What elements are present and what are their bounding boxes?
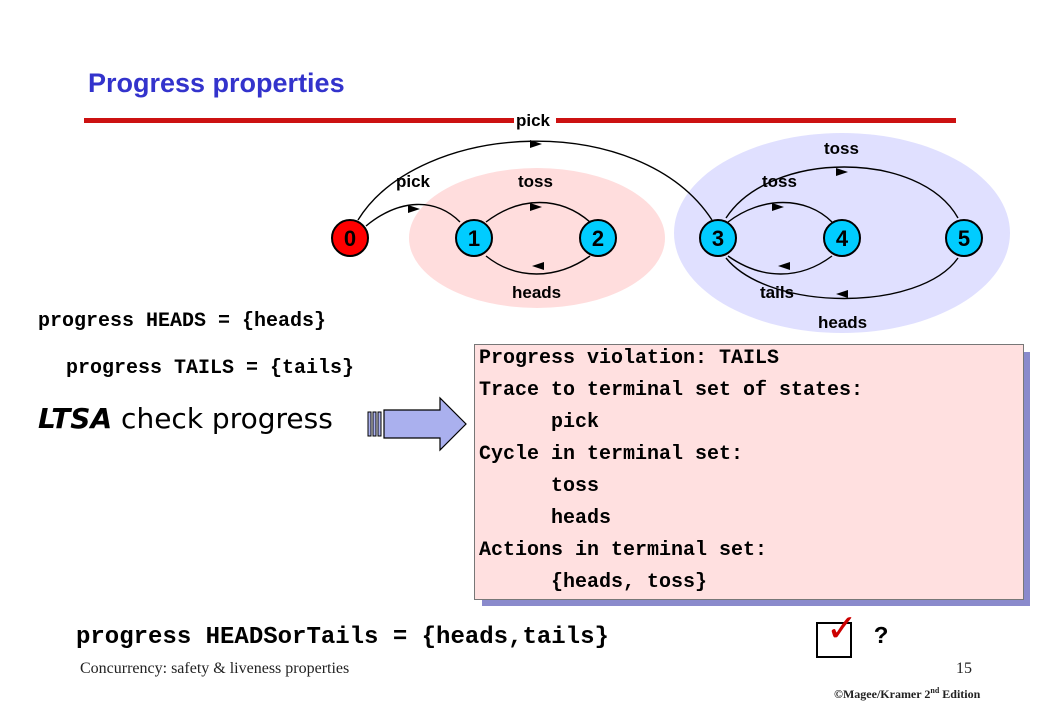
state-4-label: 4 bbox=[836, 226, 849, 251]
checkmark-icon: ✓ bbox=[826, 606, 858, 650]
state-5 bbox=[945, 219, 983, 257]
label-pick-top: pick bbox=[516, 111, 551, 130]
copyright-sup: nd bbox=[930, 686, 940, 695]
progress-heads-code: progress HEADS = {heads} bbox=[38, 310, 327, 333]
check-progress-label: check progress bbox=[112, 402, 333, 435]
heads-region bbox=[409, 168, 665, 308]
page-number: 15 bbox=[956, 660, 972, 677]
output-box: Progress violation: TAILS Trace to termi… bbox=[474, 344, 1024, 600]
edge-toss-3-5 bbox=[725, 166, 959, 219]
arrow-pick-left bbox=[408, 205, 420, 213]
edge-toss-1-2 bbox=[485, 201, 591, 223]
arrow-pick-top bbox=[530, 140, 542, 148]
output-line: Cycle in terminal set: bbox=[479, 443, 744, 466]
ltsa-label: LTSA bbox=[38, 402, 113, 435]
output-line: heads bbox=[479, 507, 612, 530]
copyright-prefix: ©Magee/Kramer 2 bbox=[834, 687, 931, 701]
progress-headsortails-code: progress HEADSorTails = {heads,tails} bbox=[76, 624, 609, 651]
arrow-toss-12 bbox=[530, 203, 542, 211]
state-0 bbox=[331, 219, 369, 257]
label-pick-left: pick bbox=[396, 172, 431, 191]
question-mark: ? bbox=[874, 624, 889, 651]
state-2 bbox=[579, 219, 617, 257]
output-line: Progress violation: TAILS bbox=[479, 347, 780, 370]
copyright: ©Magee/Kramer 2nd Edition bbox=[834, 686, 980, 702]
copyright-suffix: Edition bbox=[939, 687, 981, 701]
edge-heads-2-1 bbox=[485, 255, 591, 275]
state-1-label: 1 bbox=[468, 226, 480, 251]
edge-toss-3-4 bbox=[727, 201, 833, 223]
output-line: Trace to terminal set of states: bbox=[479, 379, 864, 402]
footer-title: Concurrency: safety & liveness propertie… bbox=[80, 660, 350, 677]
edge-tails-4-3 bbox=[727, 255, 833, 275]
output-line: pick bbox=[479, 411, 600, 434]
arrow-heads-53 bbox=[836, 290, 848, 298]
label-heads-21: heads bbox=[512, 283, 561, 302]
label-tails-43: tails bbox=[760, 283, 794, 302]
state-1 bbox=[455, 219, 493, 257]
slide-title: Progress properties bbox=[88, 68, 345, 98]
edge-heads-5-3 bbox=[725, 257, 959, 300]
state-2-label: 2 bbox=[592, 226, 604, 251]
label-toss-12: toss bbox=[518, 172, 553, 191]
checkbox bbox=[816, 622, 852, 658]
label-toss-34: toss bbox=[762, 172, 797, 191]
output-line: Actions in terminal set: bbox=[479, 539, 768, 562]
arrow-heads-21 bbox=[532, 262, 544, 270]
output-line: toss bbox=[479, 475, 600, 498]
state-4 bbox=[823, 219, 861, 257]
arrow-to-output bbox=[367, 396, 467, 452]
progress-tails-code: progress TAILS = {tails} bbox=[66, 357, 355, 380]
state-3 bbox=[699, 219, 737, 257]
state-0-label: 0 bbox=[344, 226, 356, 251]
label-toss-35: toss bbox=[824, 139, 859, 158]
label-heads-53: heads bbox=[818, 313, 867, 332]
state-3-label: 3 bbox=[712, 226, 724, 251]
edge-pick-0-1 bbox=[365, 203, 461, 227]
state-5-label: 5 bbox=[958, 226, 970, 251]
arrow-toss-34 bbox=[772, 203, 784, 211]
ltsa-check-progress: LTSA check progress bbox=[38, 402, 333, 435]
arrow-toss-35 bbox=[836, 168, 848, 176]
output-line: {heads, toss} bbox=[479, 571, 708, 594]
arrow-tails-43 bbox=[778, 262, 790, 270]
